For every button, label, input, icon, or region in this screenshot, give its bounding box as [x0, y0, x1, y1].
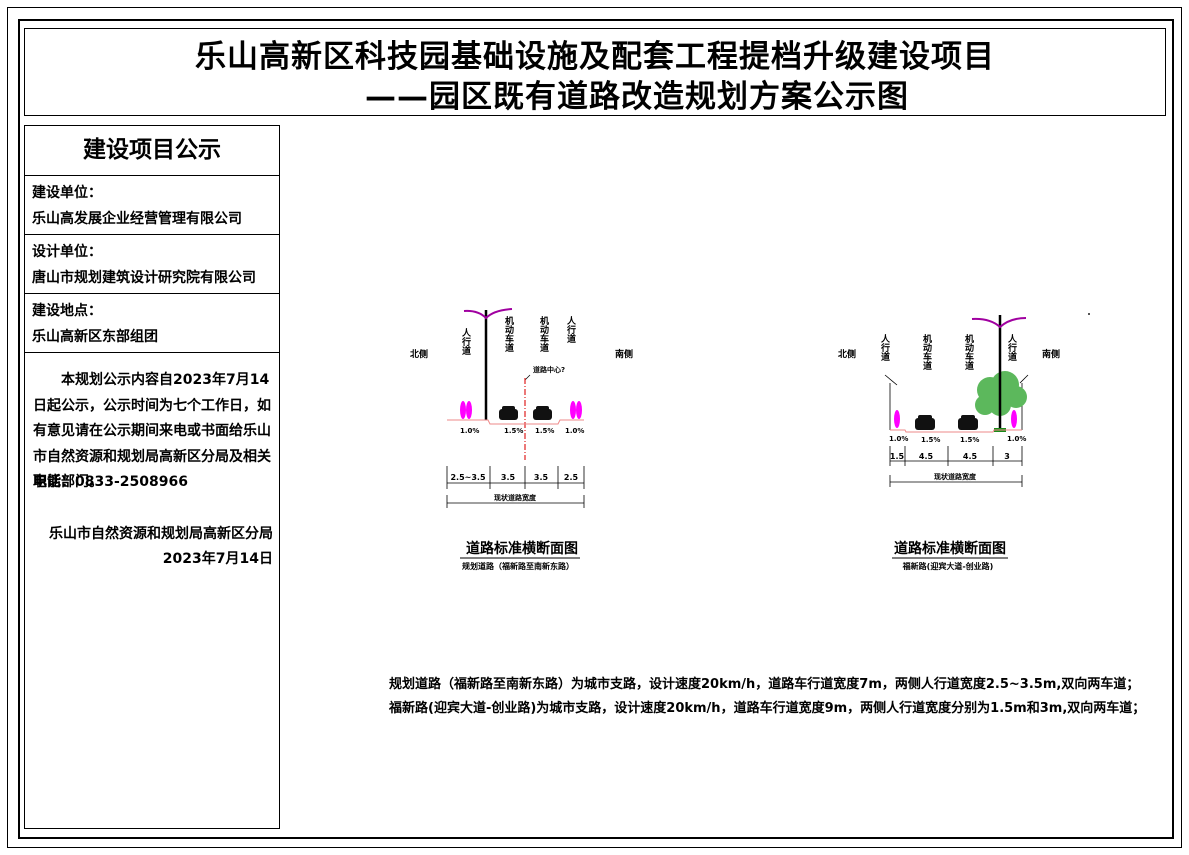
pedestrian-icon: [570, 401, 582, 419]
right-labels: 北侧 南侧 人行道 机动车道 机动车道 人行道: [838, 333, 1060, 371]
dimension-value: 3: [1004, 452, 1010, 461]
sidewalk-label: 人行道: [879, 333, 891, 362]
dimension-value: 3.5: [501, 473, 516, 482]
left-labels: 北侧 南侧 人行道 机动车道 机动车道 人行道 道路中心?: [410, 315, 633, 374]
diagram-title: 道路标准横断面图: [466, 540, 578, 557]
total-width-label: 现状道路宽度: [494, 493, 537, 502]
title-line-1: 乐山高新区科技园基础设施及配套工程提档升级建设项目: [195, 39, 995, 75]
sidewalk-label: 人行道: [460, 327, 472, 356]
car-icon: [958, 415, 978, 430]
centerline-label: 道路中心?: [533, 365, 565, 374]
north-side-label: 北侧: [410, 348, 428, 360]
car-icon: [499, 406, 518, 420]
pedestrian-icon: [460, 401, 472, 419]
total-width-label: 现状道路宽度: [934, 472, 977, 481]
row-label: 建设单位：: [32, 185, 102, 201]
date: 2023年7月14日: [162, 551, 273, 567]
slope-label: 1.5%: [504, 427, 523, 435]
diagram-subtitle: 福新路(迎宾大道-创业路): [902, 561, 994, 571]
sidewalk-label: 人行道: [565, 315, 577, 344]
dimension-value: 1.5: [890, 452, 905, 461]
design-unit-row: 设计单位： 唐山市规划建筑设计研究院有限公司: [25, 235, 279, 294]
car-icon: [533, 406, 552, 420]
dimension-line: [446, 466, 585, 508]
lane-label: 机动车道: [538, 315, 549, 353]
south-side-label: 南侧: [1042, 348, 1060, 360]
project-notice-panel: 建设项目公示 建设单位： 乐山高发展企业经营管理有限公司 设计单位： 唐山市规划…: [24, 125, 280, 829]
road-surface: [447, 419, 584, 425]
road-surface: [890, 429, 1022, 433]
notice-text: 本规划公示内容自2023年7月14日起公示，公示时间为七个工作日，如有意见请在公…: [33, 372, 271, 490]
slope-label: 1.0%: [889, 435, 908, 443]
signature-block: 乐山市自然资源和规划局高新区分局 2023年7月14日: [49, 522, 273, 572]
diagram-title: 道路标准横断面图: [894, 540, 1006, 557]
car-icon: [915, 415, 935, 430]
dimension-value: 3.5: [534, 473, 549, 482]
lane-label: 机动车道: [921, 333, 932, 371]
row-value: 乐山高发展企业经营管理有限公司: [32, 211, 242, 227]
sidewalk-label: 人行道: [1006, 333, 1018, 362]
row-value: 乐山高新区东部组团: [32, 329, 158, 345]
pedestrian-icon: [1011, 410, 1017, 428]
outer-frame: [7, 7, 1182, 848]
dimension-value: 4.5: [963, 452, 978, 461]
row-label: 建设地点：: [32, 303, 102, 319]
lane-label: 机动车道: [503, 315, 514, 353]
lane-label: 机动车道: [963, 333, 974, 371]
dimension-value: 2.5~3.5: [450, 473, 485, 482]
diagram-subtitle: 规划道路（福新路至南新东路）: [462, 561, 574, 571]
signer: 乐山市自然资源和规划局高新区分局: [49, 526, 273, 542]
panel-heading: 建设项目公示: [25, 126, 279, 176]
pedestrian-icon: [894, 410, 900, 428]
description-line: 福新路(迎宾大道-创业路)为城市支路，设计速度20km/h，道路车行道宽度9m，…: [389, 701, 1146, 716]
title-line-2: ——园区既有道路改造规划方案公示图: [365, 79, 909, 115]
construction-unit-row: 建设单位： 乐山高发展企业经营管理有限公司: [25, 176, 279, 235]
inner-frame: [18, 19, 1174, 839]
row-value: 唐山市规划建筑设计研究院有限公司: [32, 270, 256, 286]
street-lamp-icon: [463, 308, 513, 420]
dimension-line: [889, 446, 1023, 487]
title-block: 乐山高新区科技园基础设施及配套工程提档升级建设项目 ——园区既有道路改造规划方案…: [24, 28, 1166, 116]
location-row: 建设地点： 乐山高新区东部组团: [25, 294, 279, 353]
street-lamp-icon: [971, 315, 1027, 432]
slope-label: 1.0%: [565, 427, 584, 435]
row-label: 设计单位：: [32, 244, 102, 260]
description-line: 规划道路（福新路至南新东路）为城市支路，设计速度20km/h，道路车行道宽度7m…: [389, 677, 1140, 692]
slope-label: 1.5%: [960, 436, 979, 444]
north-side-label: 北侧: [838, 348, 856, 360]
dimension-value: 4.5: [919, 452, 934, 461]
phone-number: 电话：0833-2508966: [33, 474, 188, 490]
dimension-value: 2.5: [564, 473, 579, 482]
slope-label: 1.5%: [921, 436, 940, 444]
south-side-label: 南侧: [615, 348, 633, 360]
slope-label: 1.5%: [535, 427, 554, 435]
slope-label: 1.0%: [1007, 435, 1026, 443]
slope-label: 1.0%: [460, 427, 479, 435]
